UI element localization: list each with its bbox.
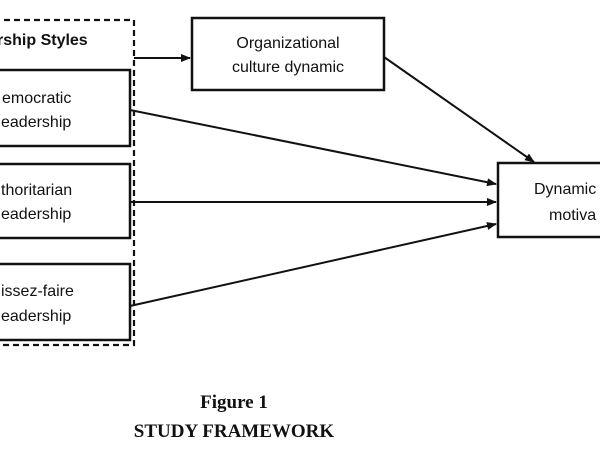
arrow-democratic-to-motivation: [129, 109, 497, 187]
laissez-faire-leadership-line1: issez-faire: [1, 283, 74, 300]
organizational-culture-line1: Organizational: [236, 35, 339, 52]
leadership-styles-title: rship Styles: [0, 32, 88, 49]
organizational-culture-line2: culture dynamic: [232, 59, 344, 76]
figure-title: STUDY FRAMEWORK: [133, 421, 335, 442]
arrow-laissez-faire-to-motivation: [129, 222, 497, 307]
dynamic-motivation-box: [496, 161, 600, 239]
dynamic-motivation-line1: Dynamic: [534, 181, 596, 198]
arrow-org-culture-to-motivation: [383, 56, 535, 163]
laissez-faire-leadership-box: [0, 262, 132, 342]
leadership-styles-group: [0, 18, 136, 347]
authoritarian-leadership-box: [0, 162, 132, 240]
authoritarian-leadership-line1: thoritarian: [1, 182, 72, 199]
authoritarian-leadership-line2: eadership: [1, 206, 71, 223]
democratic-leadership-line2: eadership: [1, 114, 71, 131]
study-framework-diagram: rship Styles emocratic eadership thorita…: [0, 16, 600, 347]
democratic-leadership-box: [0, 68, 132, 148]
organizational-culture-box: [190, 16, 386, 92]
figure-number: Figure 1: [200, 392, 268, 413]
laissez-faire-leadership-line2: eadership: [1, 308, 71, 325]
democratic-leadership-line1: emocratic: [2, 90, 71, 107]
dynamic-motivation-line2: motiva: [549, 207, 596, 224]
